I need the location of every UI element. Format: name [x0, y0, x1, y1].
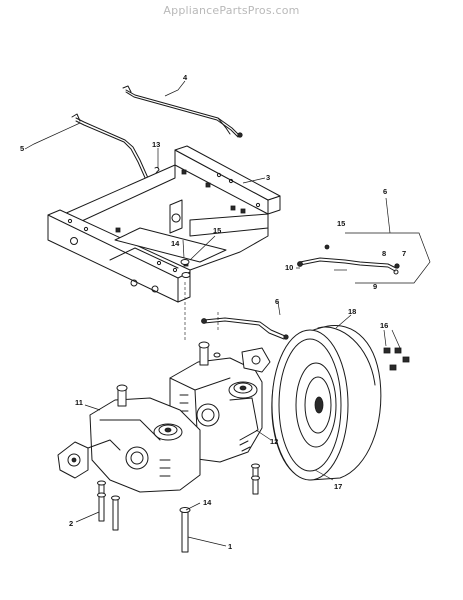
callout-6-upper: 6	[383, 187, 387, 196]
callout-5: 5	[20, 144, 24, 153]
callout-15-left: 15	[213, 226, 221, 235]
callout-labels: 4 5 13 3 6 15 8 7 10 9 14 15 6 18 16 11 …	[20, 73, 406, 551]
linkage-assembly-6[interactable]	[297, 232, 431, 284]
callout-14-lower: 14	[203, 498, 212, 507]
watermark: AppliancePartsPros.com	[163, 4, 300, 17]
control-rod-5[interactable]	[71, 113, 160, 185]
control-rod-4[interactable]	[122, 85, 243, 138]
lug-nuts-16[interactable]	[383, 347, 410, 371]
callout-8: 8	[382, 249, 386, 258]
callout-10: 10	[285, 263, 293, 272]
bolt-1[interactable]	[179, 463, 260, 553]
callout-3: 3	[266, 173, 270, 182]
callout-2: 2	[69, 519, 73, 528]
callout-4: 4	[183, 73, 188, 82]
callout-18: 18	[348, 307, 356, 316]
callout-16: 16	[380, 321, 388, 330]
callout-7: 7	[402, 249, 406, 258]
callout-13: 13	[152, 140, 160, 149]
linkage-rod-6[interactable]	[201, 317, 289, 340]
transaxle-11[interactable]	[57, 384, 201, 493]
callout-14-upper: 14	[171, 239, 180, 248]
callout-1: 1	[228, 542, 232, 551]
tire-wheel-17-18[interactable]	[271, 324, 382, 481]
callout-9: 9	[373, 282, 377, 291]
frame-3[interactable]	[47, 145, 281, 303]
bolt-2[interactable]	[97, 480, 120, 531]
washer-14-15-top[interactable]	[180, 259, 191, 278]
callout-17: 17	[334, 482, 342, 491]
callout-15-right: 15	[337, 219, 345, 228]
leader-lines	[24, 80, 401, 547]
callout-6-middle: 6	[275, 297, 279, 306]
callout-12: 12	[270, 437, 278, 446]
callout-11: 11	[75, 398, 83, 407]
